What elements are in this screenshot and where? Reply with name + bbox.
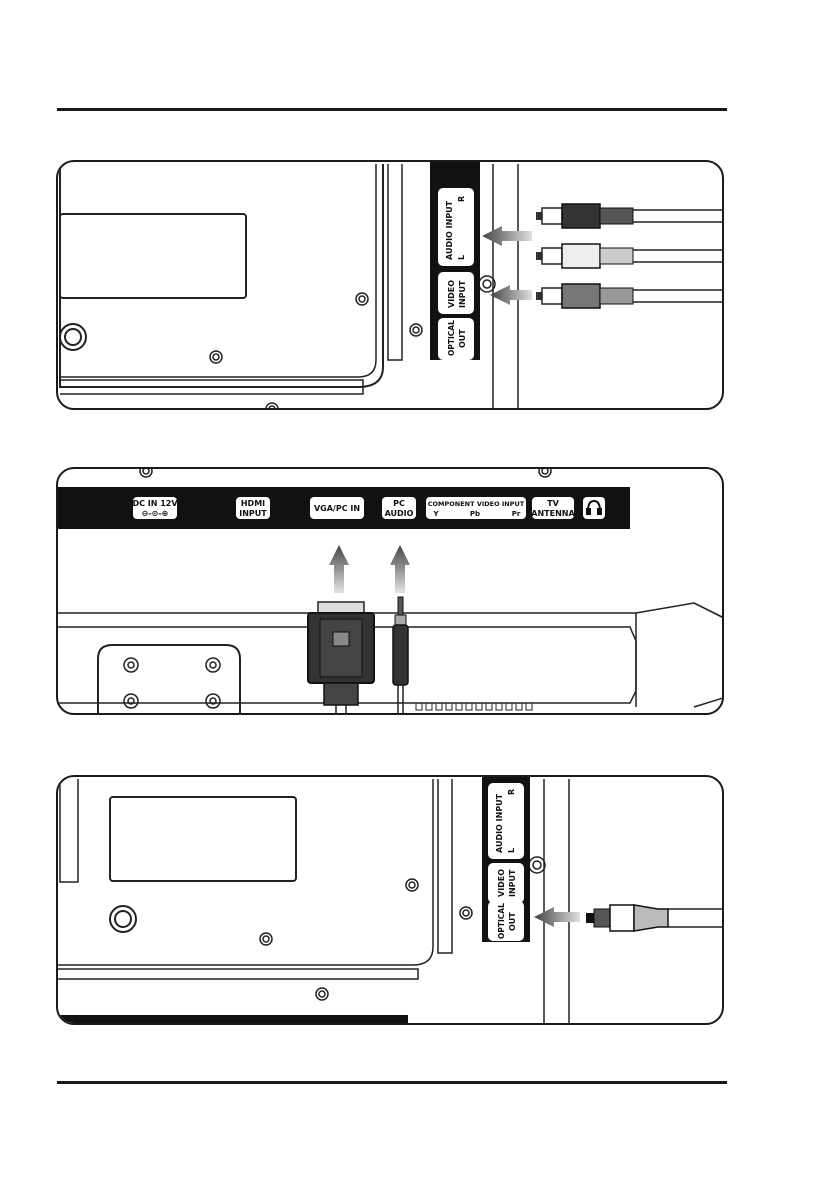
audio-r-label: R <box>457 196 466 202</box>
optical-label-2: OUT <box>508 912 517 931</box>
top-screws <box>140 469 551 477</box>
tv-label-2: ANTENNA <box>531 509 575 518</box>
video-input-label-2: INPUT <box>458 280 467 308</box>
video-input-box <box>438 272 474 314</box>
bottom-rule <box>57 1081 727 1084</box>
pc-audio-label-1: PC <box>393 499 405 508</box>
video-input-box <box>488 863 524 903</box>
stand-screws <box>124 658 220 708</box>
rca-plug-yellow <box>536 284 633 308</box>
body-right <box>636 603 724 707</box>
audio-input-label: AUDIO INPUT <box>495 793 504 853</box>
audio-input-box <box>488 783 524 859</box>
lower-ledge <box>58 779 433 965</box>
big-screw <box>110 906 136 932</box>
component-label: COMPONENT VIDEO INPUT <box>428 500 525 508</box>
body-outline <box>58 603 724 619</box>
audio-l-label: L <box>457 255 466 260</box>
audio-input-label: AUDIO INPUT <box>445 200 454 260</box>
optical-label-2: OUT <box>458 329 467 348</box>
column-a <box>438 779 452 953</box>
rail <box>58 969 418 979</box>
panel-pc-svg: DC IN 12V ⊖-⊙-⊕ HDMI INPUT VGA/PC IN PC … <box>58 469 724 715</box>
optical-label-1: OPTICAL <box>497 903 506 939</box>
component-y: Y <box>432 510 439 518</box>
dc-in-label: DC IN 12V <box>132 499 178 508</box>
panel-pc-connection: DC IN 12V ⊖-⊙-⊕ HDMI INPUT VGA/PC IN PC … <box>56 467 724 715</box>
tv-label-1: TV <box>547 499 559 508</box>
label-plate <box>58 162 724 410</box>
pc-audio-label-2: AUDIO <box>385 509 414 518</box>
component-pb: Pb <box>470 510 480 518</box>
arrow-audio <box>482 226 532 246</box>
audio-input-box <box>438 188 474 266</box>
vent-slots <box>416 703 532 710</box>
panel-optical-connection: AUDIO INPUT R L VIDEO INPUT OPTICAL OUT <box>56 775 724 1025</box>
optical-box <box>438 318 474 360</box>
panel-av-connection: AUDIO INPUT R L VIDEO INPUT OPTICAL OUT <box>56 160 724 410</box>
rca-plug-white <box>536 244 633 268</box>
top-rule <box>57 108 727 111</box>
big-screw <box>60 324 86 350</box>
arrow-optical <box>534 907 580 927</box>
video-input-label-1: VIDEO <box>447 280 456 308</box>
column-a <box>388 164 402 360</box>
panel-recess <box>60 779 78 882</box>
arrow-pc-audio <box>390 545 410 593</box>
audio-l-label: L <box>507 848 516 853</box>
vga-label: VGA/PC IN <box>314 504 360 513</box>
panel-optical-svg: AUDIO INPUT R L VIDEO INPUT OPTICAL OUT <box>58 777 724 1025</box>
arrow-vga <box>329 545 349 593</box>
hdmi-label-1: HDMI <box>241 499 265 508</box>
lower-ledge <box>60 164 376 377</box>
bottom-bar <box>58 1015 408 1025</box>
component-pr: Pr <box>512 510 521 518</box>
rca-cables <box>633 210 724 302</box>
audio-r-label: R <box>507 789 516 795</box>
optical-label-1: OPTICAL <box>447 320 456 356</box>
audio-jack-plug <box>393 597 408 715</box>
arrow-video <box>490 285 532 305</box>
dc-symbol: ⊖-⊙-⊕ <box>142 509 169 518</box>
hdmi-label-2: INPUT <box>239 509 267 518</box>
panel-av-svg: AUDIO INPUT R L VIDEO INPUT OPTICAL OUT <box>58 162 724 410</box>
rca-plug-red <box>536 204 633 228</box>
optical-plug <box>586 905 724 931</box>
label-slot <box>60 214 246 298</box>
optical-box <box>488 901 524 941</box>
video-input-label-2: INPUT <box>508 869 517 897</box>
vga-plug <box>308 602 374 715</box>
video-input-label-1: VIDEO <box>497 869 506 897</box>
label-slot <box>110 797 296 881</box>
